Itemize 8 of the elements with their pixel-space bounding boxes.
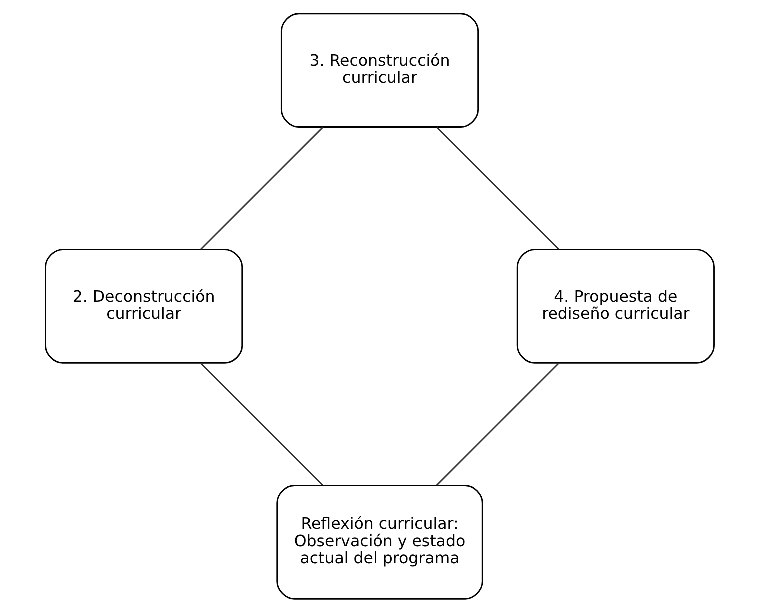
node-box: Reflexión curricular: Observación y estado actual del programa — [276, 485, 484, 600]
node-box: 2. Deconstrucción curricular — [45, 249, 244, 364]
node-box: 4. Propuesta de rediseño curricular — [516, 249, 715, 364]
connector — [436, 363, 560, 486]
connector — [436, 127, 560, 250]
connector — [200, 127, 324, 250]
connector — [200, 362, 324, 486]
node-box: 3. Reconstrucción curricular — [280, 13, 480, 128]
